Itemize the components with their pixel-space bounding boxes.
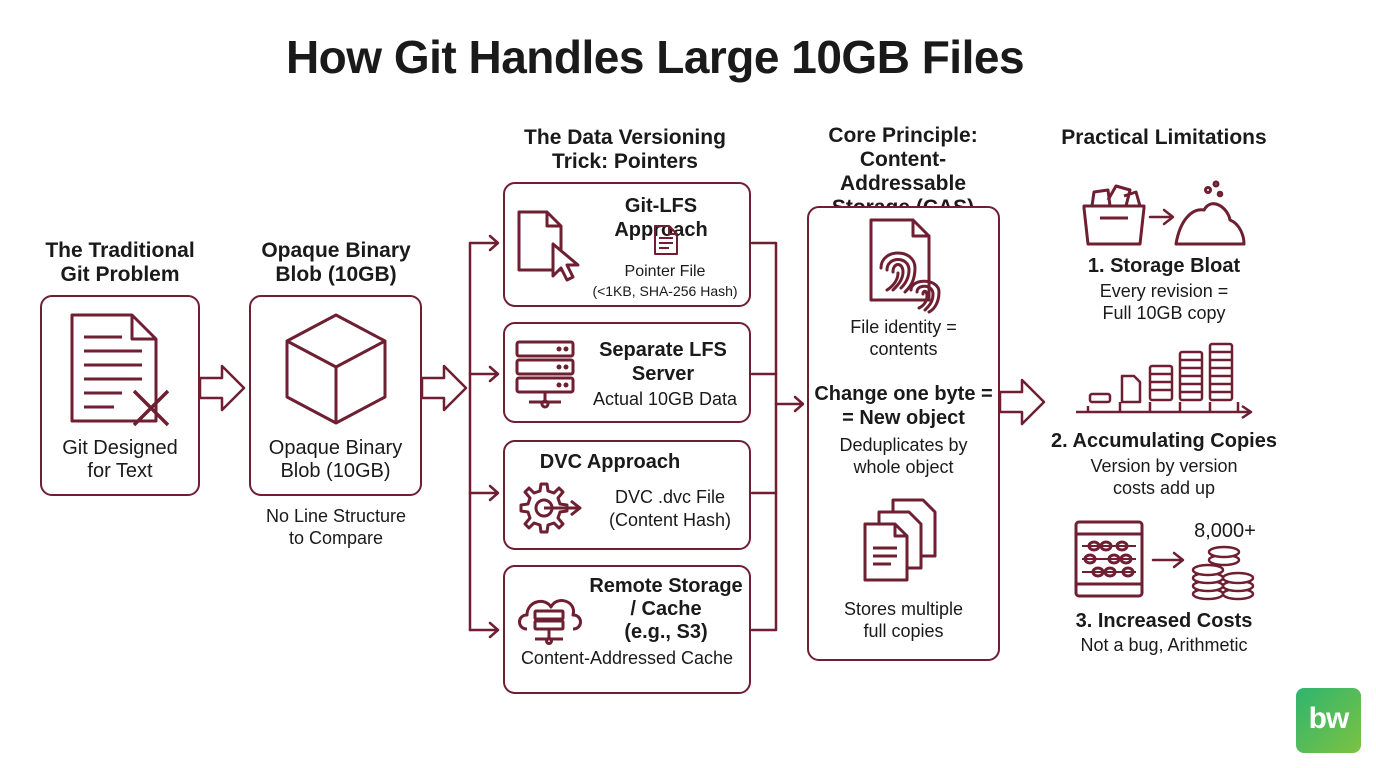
page-title: How Git Handles Large 10GB Files bbox=[285, 31, 1025, 83]
gitlfs-title: Git-LFS Approach bbox=[614, 195, 708, 241]
dvc-detail: DVC .dvc File (Content Hash) bbox=[608, 487, 732, 530]
accum-title: 2. Accumulating Copies bbox=[1051, 430, 1277, 452]
traditional-caption: Git Designed for Text bbox=[62, 437, 178, 482]
file-cursor-icon bbox=[517, 210, 580, 282]
text-document-x-icon bbox=[70, 313, 170, 427]
cas-card: File identity = contents Change one byte… bbox=[807, 206, 1000, 661]
traditional-card: Git Designed for Text bbox=[40, 295, 200, 496]
gitlfs-label: Pointer File bbox=[624, 263, 706, 280]
stacked-files-icon bbox=[863, 498, 937, 582]
costs-figure: 8,000+ bbox=[1194, 520, 1256, 542]
remote-card: Remote Storage / Cache (e.g., S3) Conten… bbox=[503, 565, 751, 694]
coin-stacks-icon bbox=[1191, 545, 1255, 601]
accumulating-stacks-icon bbox=[1076, 342, 1253, 420]
bracket-right bbox=[750, 241, 778, 632]
pointers-heading: The Data Versioning Trick: Pointers bbox=[524, 126, 726, 173]
server-icon bbox=[515, 340, 575, 409]
remote-detail: Content-Addressed Cache bbox=[520, 648, 734, 668]
lfs-server-card: Separate LFS Server Actual 10GB Data bbox=[503, 322, 751, 423]
pointer-file-icon bbox=[654, 225, 678, 255]
lfs-server-detail: Actual 10GB Data bbox=[592, 389, 738, 409]
dvc-card: DVC Approach DVC .dvc File (Content Hash… bbox=[503, 440, 751, 550]
arrow-blob-to-pointers bbox=[420, 364, 468, 412]
abacus-icon bbox=[1074, 520, 1144, 598]
costs-detail: Not a bug, Arithmetic bbox=[1080, 635, 1248, 655]
lfs-server-title: Separate LFS Server bbox=[599, 339, 727, 385]
accum-detail: Version by version costs add up bbox=[1090, 456, 1238, 498]
bloat-detail: Every revision = Full 10GB copy bbox=[1099, 281, 1229, 323]
cas-identity: File identity = contents bbox=[850, 317, 957, 359]
blob-card: Opaque Binary Blob (10GB) bbox=[249, 295, 422, 496]
blob-caption: Opaque Binary Blob (10GB) bbox=[268, 437, 403, 482]
cube-icon bbox=[285, 313, 387, 425]
cas-copies: Stores multiple full copies bbox=[843, 599, 964, 641]
blob-note: No Line Structure to Compare bbox=[265, 506, 407, 548]
fingerprint-file-icon bbox=[869, 218, 941, 314]
storage-bloat-icon bbox=[1082, 180, 1246, 246]
gitlfs-card: Git-LFS Approach Pointer File (<1KB, SHA… bbox=[503, 182, 751, 307]
bw-logo: bw bbox=[1296, 688, 1361, 753]
remote-title: Remote Storage / Cache (e.g., S3) bbox=[589, 575, 743, 643]
cloud-server-icon bbox=[518, 599, 582, 645]
bloat-title: 1. Storage Bloat bbox=[1087, 255, 1241, 277]
costs-title: 3. Increased Costs bbox=[1075, 610, 1253, 632]
gear-arrow-icon bbox=[519, 482, 582, 534]
gitlfs-detail: (<1KB, SHA-256 Hash) bbox=[592, 283, 738, 299]
traditional-heading: The Traditional Git Problem bbox=[45, 239, 195, 286]
limitations-heading: Practical Limitations bbox=[1061, 126, 1267, 149]
cas-change: Change one byte = = New object bbox=[814, 383, 993, 429]
arrow-cas-to-limitations bbox=[998, 378, 1046, 426]
blob-heading: Opaque Binary Blob (10GB) bbox=[261, 239, 411, 286]
dvc-title: DVC Approach bbox=[539, 451, 681, 473]
cas-dedupe: Deduplicates by whole object bbox=[839, 435, 968, 477]
arrow-traditional-to-blob bbox=[198, 364, 246, 412]
